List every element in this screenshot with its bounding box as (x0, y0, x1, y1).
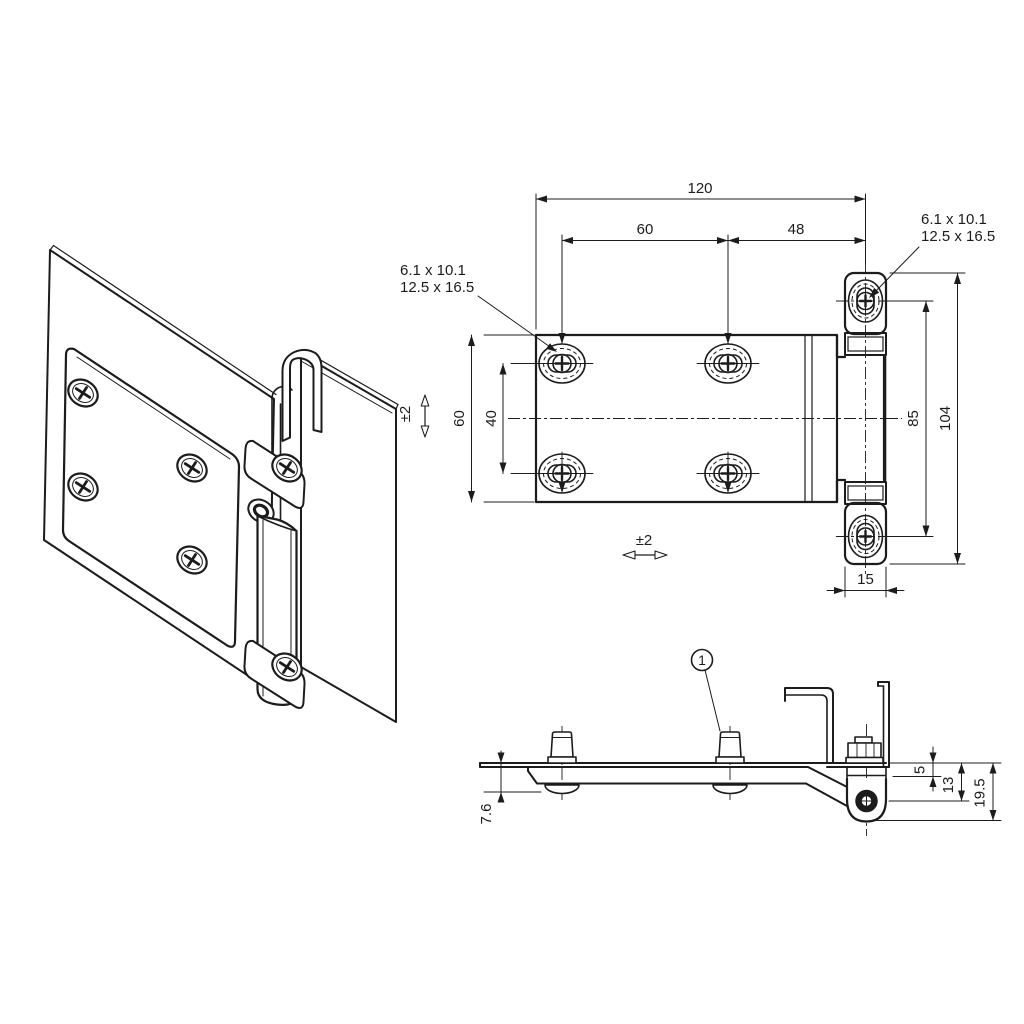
dim-text-104: 104 (937, 406, 954, 431)
frame-hook-fold (281, 348, 323, 442)
slot-note-left: 6.1 x 10.1 12.5 x 16.5 (400, 262, 557, 352)
dim-text-5: 5 (912, 766, 929, 774)
callout-1: 1 (690, 648, 721, 732)
top-tolerance-label: ±2 (636, 532, 653, 549)
dim-text-60v: 60 (451, 410, 468, 427)
top-view: 120 60 48 60 40 85 (400, 180, 995, 598)
dim-text-48: 48 (788, 221, 805, 238)
float-arrow-down-icon (420, 425, 430, 438)
dim-leaf-offset: 5 (892, 746, 942, 792)
plate-relief-top (835, 333, 847, 359)
dim-text-40: 40 (483, 410, 500, 427)
dim-lug-hole-spacing: 85 (889, 300, 934, 537)
dim-text-13: 13 (940, 777, 957, 794)
slot-bottom-stubs (561, 451, 729, 494)
slot-note-left-line1: 6.1 x 10.1 (400, 262, 466, 279)
dim-plate-height: 60 (451, 334, 535, 503)
frame-profile (784, 681, 890, 768)
dim-pivot-axis: 13 (888, 762, 970, 802)
slot-note-right-line2: 12.5 x 16.5 (921, 228, 995, 245)
plate-outline (534, 333, 839, 504)
hinge-bottom-lug (243, 639, 306, 709)
dim-plate-stack: 7.6 (478, 750, 542, 825)
dim-text-120: 120 (687, 180, 712, 197)
body-outline (527, 766, 807, 785)
dim-total-height: 19.5 (874, 762, 1002, 821)
iso-tolerance-label: ±2 (397, 406, 414, 423)
slot-note-right: 6.1 x 10.1 12.5 x 16.5 (869, 211, 995, 298)
dim-lug-width: 15 (826, 566, 905, 598)
dim-text-19-5: 19.5 (972, 778, 989, 807)
dim-hole-spacing-v: 40 (483, 363, 539, 474)
dim-text-7-6: 7.6 (478, 804, 495, 825)
weld-stud-2 (712, 726, 748, 800)
slot-top-right (695, 342, 761, 385)
callout-balloon (690, 648, 714, 672)
plate-bend-lines (804, 335, 813, 502)
lug-bottom-outline (843, 501, 888, 566)
slot-note-left-line2: 12.5 x 16.5 (400, 279, 474, 296)
callout-number: 1 (698, 652, 706, 668)
bracket-diagonal-upper (807, 766, 852, 790)
dim-text-85: 85 (905, 410, 922, 427)
isometric-view: ±2 (43, 244, 430, 723)
iso-tolerance-annotation: ±2 (397, 394, 430, 438)
float-arrow-up-icon (420, 394, 430, 407)
dim-lug-outer: 104 (889, 272, 966, 565)
top-tolerance-annotation: ±2 (622, 532, 668, 560)
dim-overall-width: 120 (535, 180, 866, 330)
dim-text-60h: 60 (637, 221, 654, 238)
plate-relief-bottom (835, 478, 847, 504)
weld-stud-1 (544, 726, 580, 800)
dim-text-15: 15 (857, 571, 874, 588)
side-view: 1 7.6 5 13 19.5 (478, 648, 1002, 836)
dim-hole-chain: 60 48 (561, 221, 866, 345)
pivot-pin (855, 789, 878, 813)
pivot-assembly (845, 724, 888, 836)
door-panel-edge (49, 244, 277, 396)
bracket-diagonal-lower (805, 782, 848, 807)
pivot-nut (845, 736, 884, 764)
lug-top-outline (843, 271, 888, 336)
slot-top-left (529, 342, 595, 385)
slot-note-right-line1: 6.1 x 10.1 (921, 211, 987, 228)
